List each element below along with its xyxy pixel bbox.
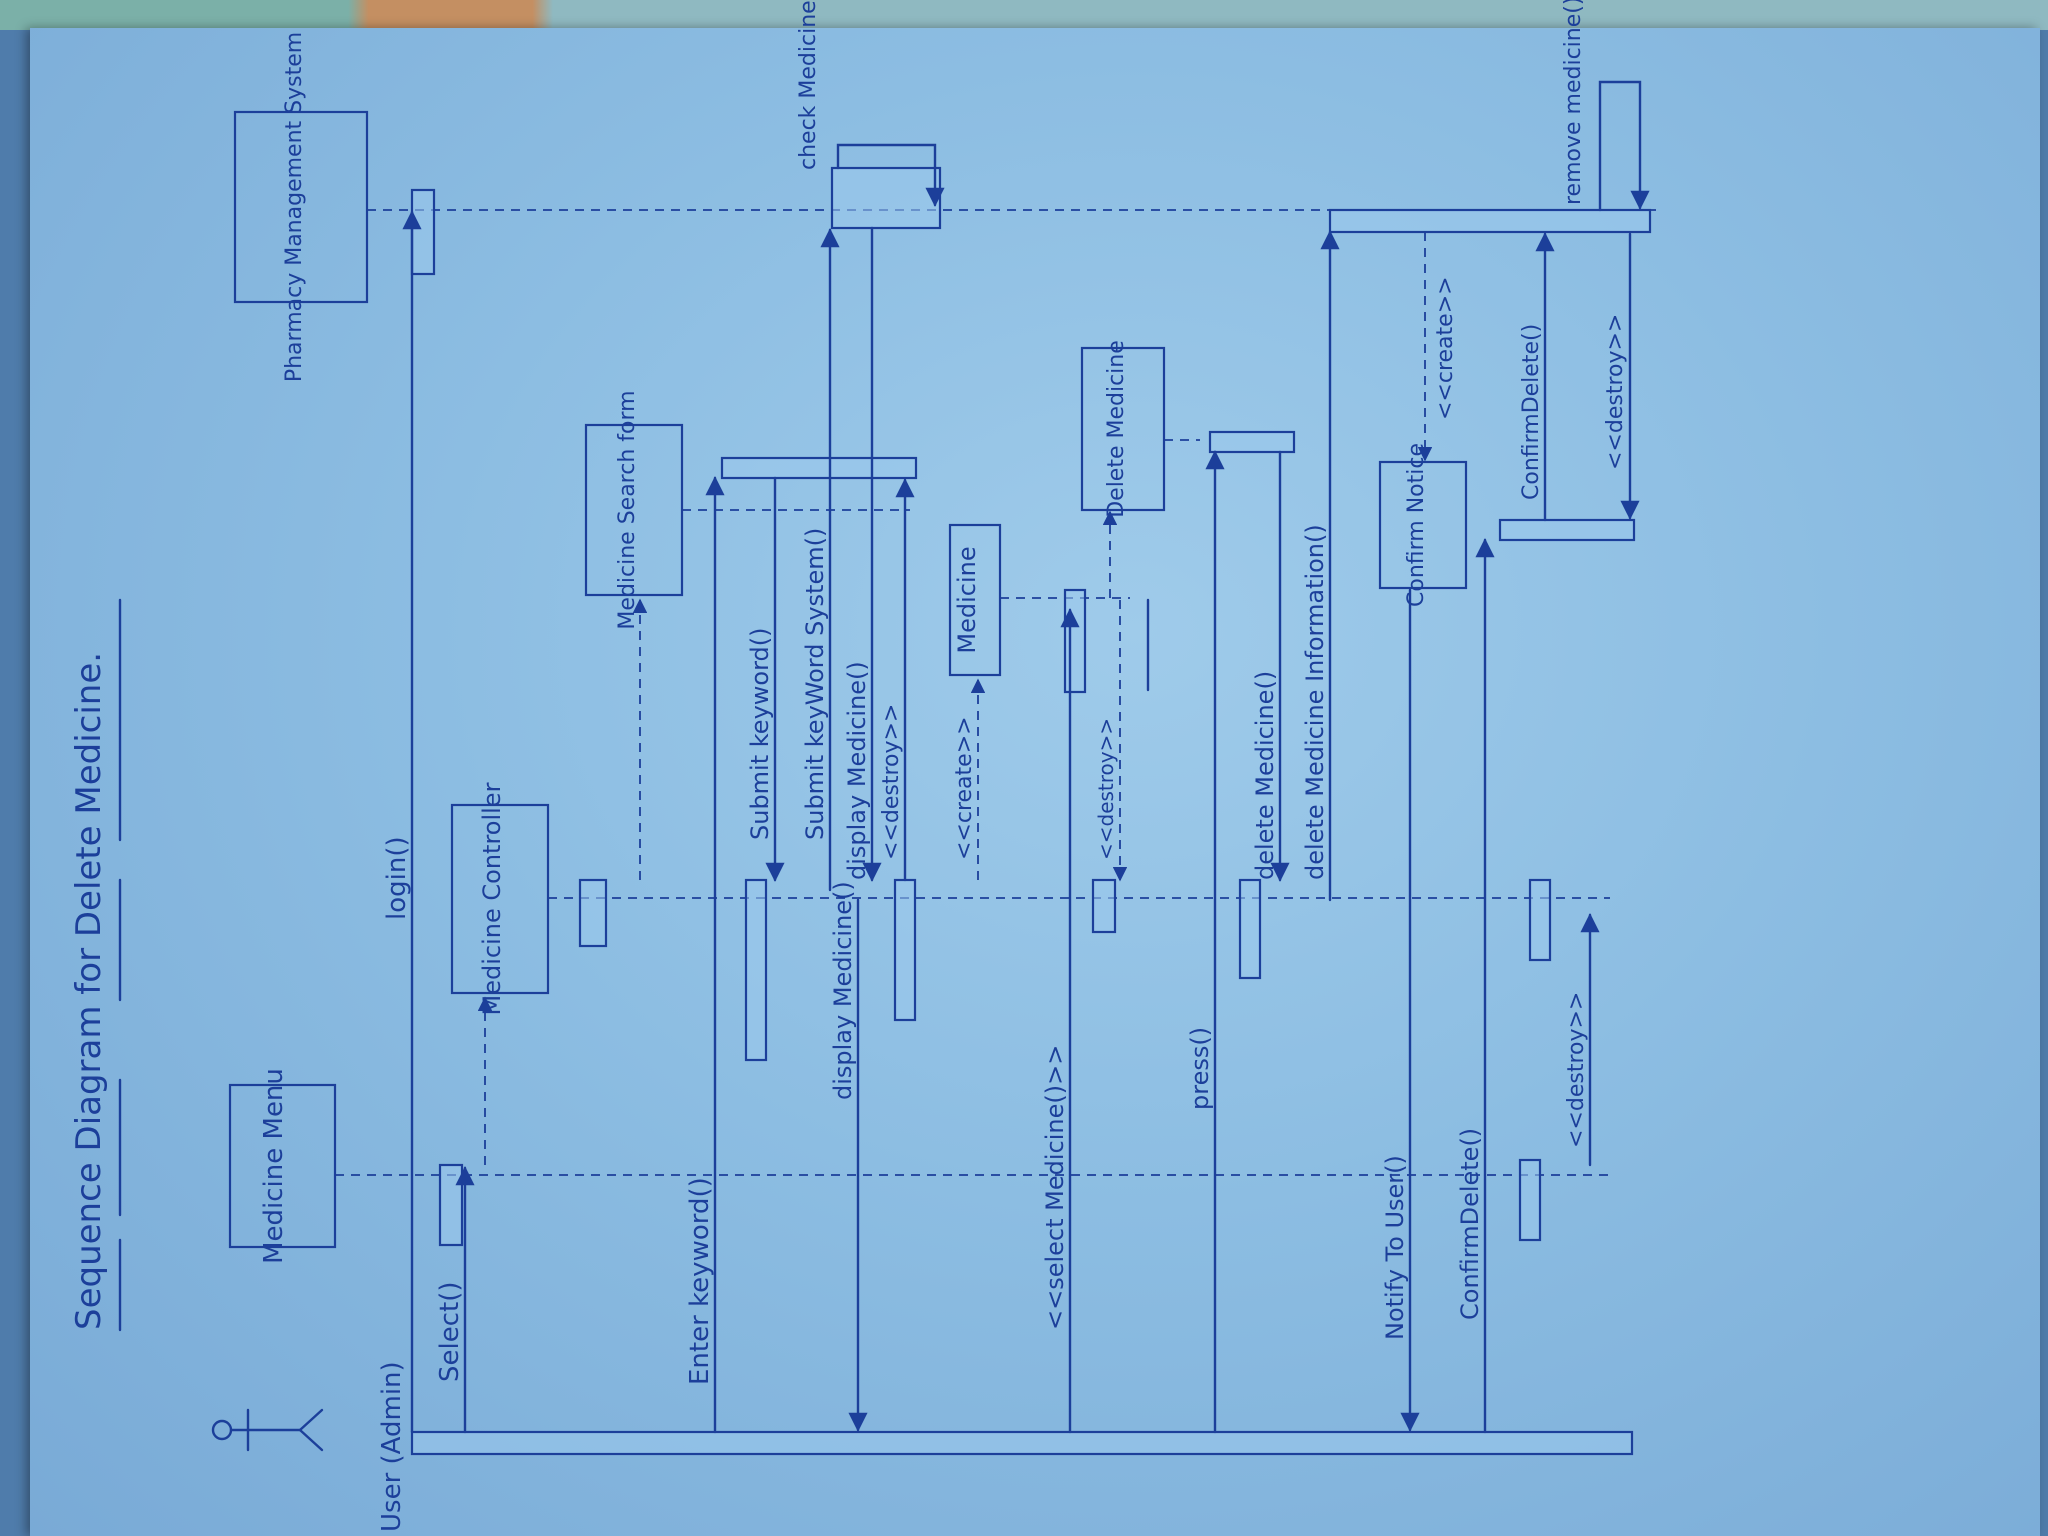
activation-medicine bbox=[1063, 588, 1087, 694]
msg-notify-user-label: Notify To User() bbox=[1381, 1155, 1409, 1340]
msg-display-medicine-2-label: display Medicine() bbox=[829, 881, 857, 1100]
actor-label: User (Admin) bbox=[377, 1361, 407, 1532]
background-strip bbox=[0, 0, 2048, 30]
activation-search-form bbox=[720, 456, 918, 480]
msg-display-medicine-1-label: display Medicine() bbox=[843, 661, 871, 880]
activation-delete bbox=[1208, 430, 1296, 454]
msg-confirm-delete-user-label: ConfirmDelete() bbox=[1456, 1128, 1484, 1320]
lifeline-box-delete-medicine: Delete Medicine bbox=[1080, 340, 1166, 518]
msg-destroy-confirm-label: <<destroy>> bbox=[1603, 314, 1628, 470]
lifeline-box-confirm-notice: Confirm Notice bbox=[1378, 443, 1468, 607]
msg-check-medicine-label: check Medicine() bbox=[796, 0, 821, 170]
msg-check-medicine-arrow bbox=[836, 143, 945, 207]
msg-submit-keyword-system-label: Submit keyWord System() bbox=[801, 528, 829, 840]
paper-sheet bbox=[30, 28, 2040, 1536]
lifeline-box-medicine: Medicine bbox=[948, 523, 1002, 677]
diagram-title: Sequence Diagram for Delete Medicine. bbox=[69, 652, 109, 1330]
msg-login-label: login() bbox=[382, 836, 412, 920]
svg-text:Pharmacy Management System: Pharmacy Management System bbox=[282, 32, 307, 382]
activation-controller-1 bbox=[578, 878, 608, 948]
msg-enter-keyword-label: Enter keyword() bbox=[685, 1177, 715, 1385]
user-activation-bar bbox=[410, 1430, 1634, 1456]
svg-text:Confirm Notice: Confirm Notice bbox=[1404, 443, 1429, 607]
svg-text:Medicine Search form: Medicine Search form bbox=[615, 390, 640, 629]
msg-destroy-medicine-label: <<destroy>> bbox=[1094, 718, 1118, 860]
msg-press-label: press() bbox=[1186, 1027, 1214, 1110]
activation-pms-1 bbox=[410, 188, 436, 276]
lifeline-box-medicine-controller: Medicine Controller bbox=[450, 782, 550, 1015]
activation-confirm bbox=[1498, 518, 1636, 542]
activation-pms-2 bbox=[830, 166, 942, 230]
lifeline-box-pharmacy-system: Pharmacy Management System bbox=[233, 32, 369, 382]
activation-controller-4 bbox=[1091, 878, 1117, 934]
activation-controller-2 bbox=[744, 878, 768, 1062]
msg-destroy-menu-label: <<destroy>> bbox=[1564, 992, 1589, 1148]
msg-remove-medicine-arrow bbox=[1598, 80, 1650, 212]
msg-create-medicine-label: <<create>> bbox=[952, 716, 977, 860]
activation-pms-3 bbox=[1328, 208, 1652, 234]
msg-delete-info-label: delete Medicine Information() bbox=[1301, 524, 1329, 880]
activation-menu bbox=[438, 1163, 464, 1247]
lifeline-box-search-form: Medicine Search form bbox=[584, 390, 684, 630]
actor-stick-figure bbox=[211, 1408, 324, 1452]
msg-submit-keyword-label: Submit keyword() bbox=[746, 628, 774, 841]
svg-text:Medicine: Medicine bbox=[953, 546, 981, 653]
msg-confirm-delete-sys-label: ConfirmDelete() bbox=[1519, 324, 1544, 500]
lifeline-box-medicine-menu: Medicine Menu bbox=[228, 1068, 337, 1264]
msg-destroy-search-label: <<destroy>> bbox=[879, 704, 904, 860]
msg-select-medicine-label: <<select Medicine()>> bbox=[1041, 1045, 1069, 1330]
svg-text:Medicine Controller: Medicine Controller bbox=[478, 782, 506, 1015]
svg-text:Medicine Menu: Medicine Menu bbox=[259, 1068, 289, 1264]
activation-controller-3 bbox=[893, 878, 917, 1022]
activation-controller-6 bbox=[1528, 878, 1552, 962]
msg-create-confirm-label: <<create>> bbox=[1433, 276, 1458, 420]
msg-delete-medicine-label: delete Medicine() bbox=[1251, 671, 1279, 880]
msg-select-label: Select() bbox=[435, 1282, 465, 1383]
msg-remove-medicine-label: remove medicine() bbox=[1561, 0, 1586, 205]
activation-menu-2 bbox=[1518, 1158, 1542, 1242]
svg-text:Delete Medicine: Delete Medicine bbox=[1104, 340, 1129, 518]
activation-controller-5 bbox=[1238, 878, 1262, 980]
